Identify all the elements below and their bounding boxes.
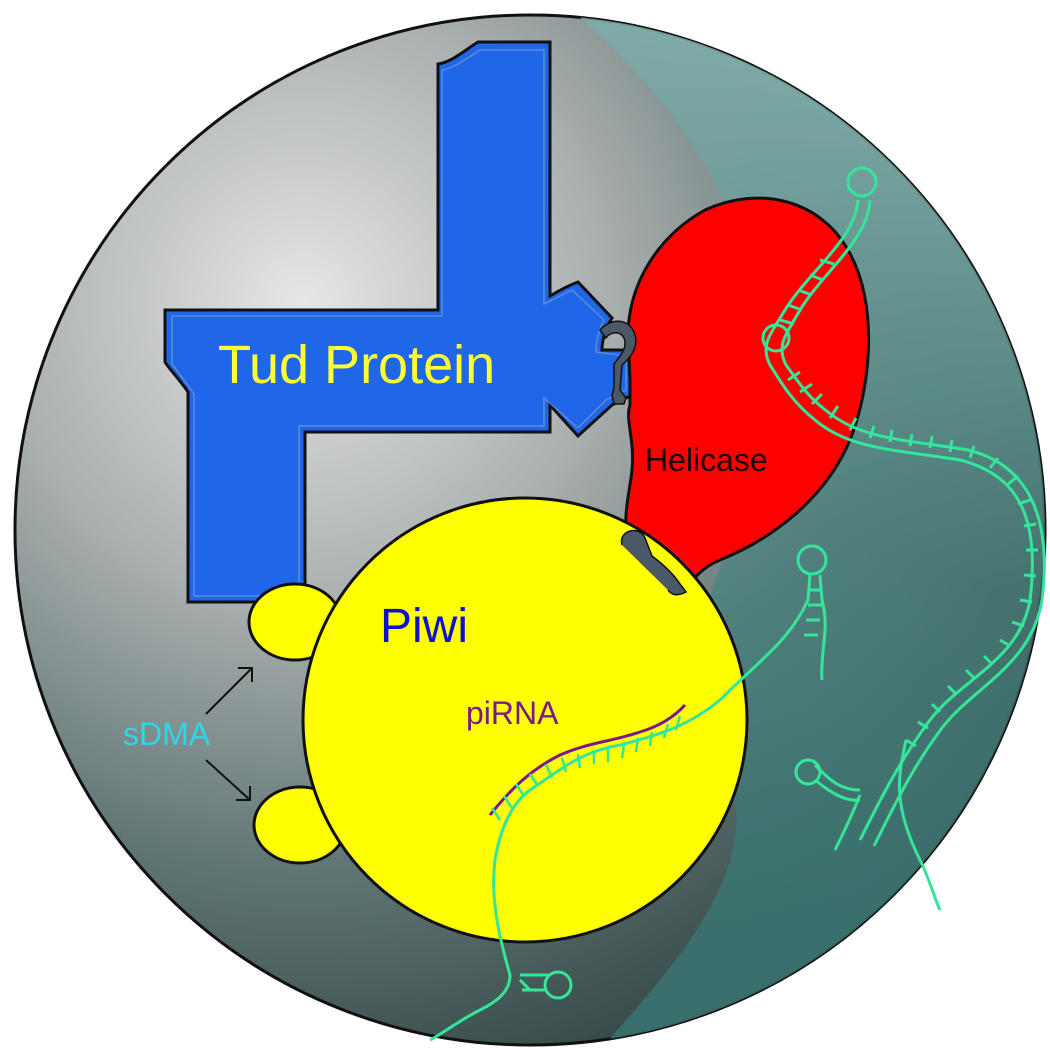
pirna-strand [488,703,687,816]
sdma-arrow-down [205,759,251,801]
sdma-arrow-up [205,667,253,715]
rna-target-strand [429,698,721,1042]
helicase-label: Helicase [645,442,768,478]
binding-connector [599,320,637,405]
piwi-label: Piwi [380,600,468,653]
pirna-label: piRNA [466,695,559,731]
sdma-annotation: sDMA [123,667,253,801]
sdma-label: sDMA [123,716,211,752]
piwi: Piwi [247,496,749,944]
tud-label: Tud Protein [218,335,495,395]
pirna: piRNA [466,695,687,821]
tud-protein: Tud Protein [163,40,634,604]
rna-hairpin-top [718,574,827,702]
rna-strands [429,166,1046,1042]
